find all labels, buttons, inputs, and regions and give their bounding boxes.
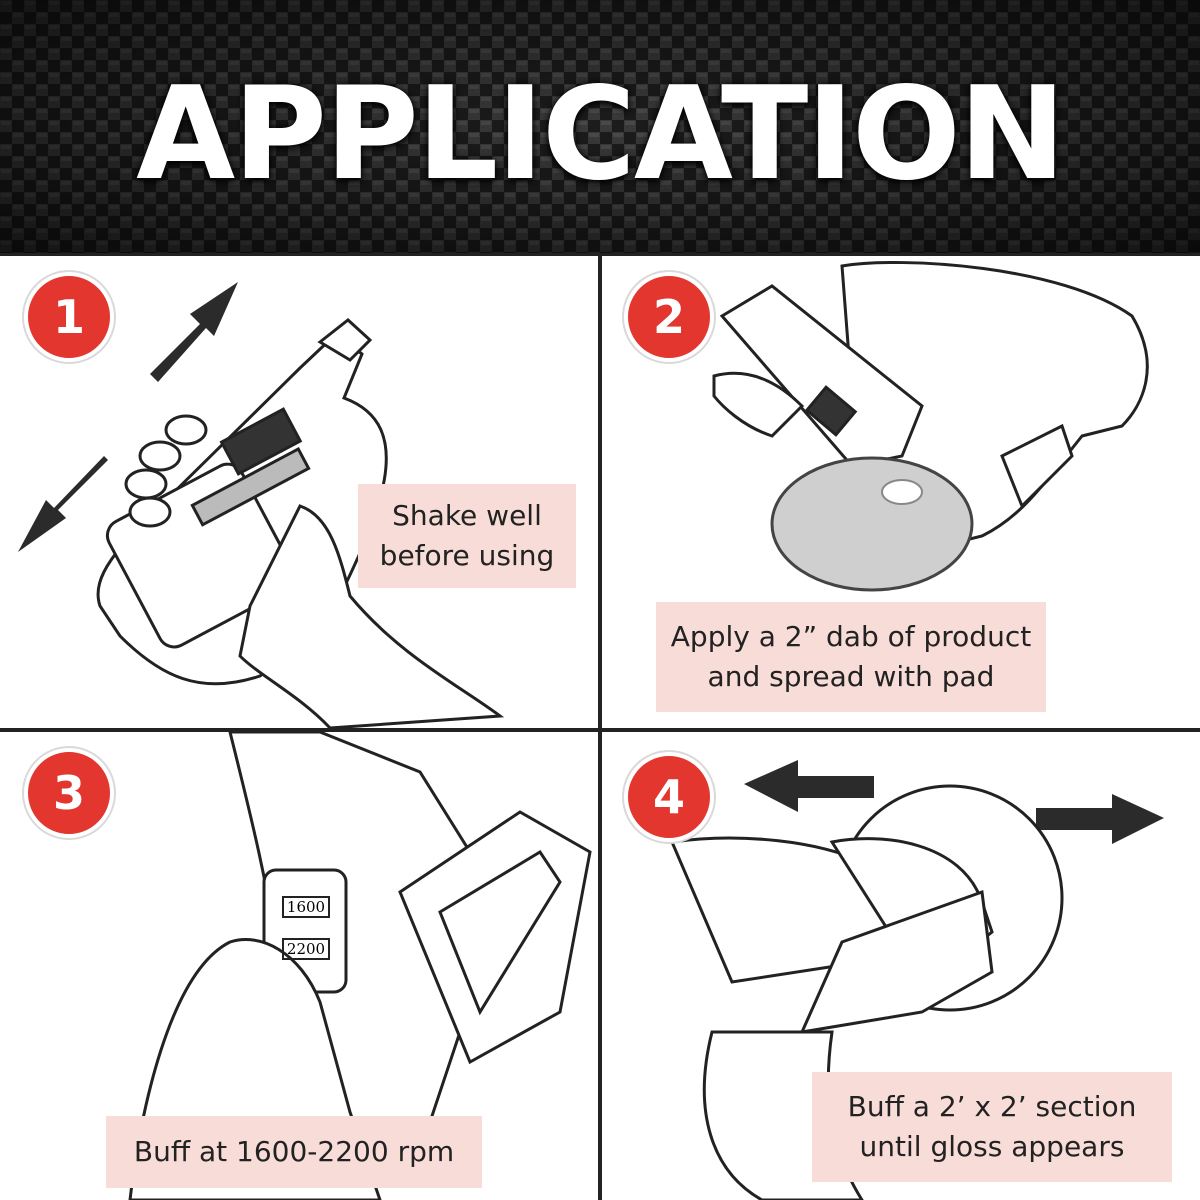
step-4-badge: 4 [624,752,714,842]
step-4-panel: 4 Buff a 2’ x 2’ section until gloss app… [602,732,1200,1200]
diagonal-arrows-icon [18,282,238,552]
step-1-caption-line-2: before using [379,539,555,572]
horizontal-divider [0,728,1200,732]
left-arrow-icon [744,760,874,812]
hand-icon [124,414,505,728]
page-title: APPLICATION [136,60,1066,209]
right-arrow-icon [1036,794,1164,844]
header-banner: APPLICATION [0,0,1200,254]
dial-high-value: 1600 [282,896,330,918]
step-2-caption-line-2: and spread with pad [707,660,995,693]
polisher-icon [799,889,994,1034]
step-1-caption-line-1: Shake well [392,499,542,532]
step-1-panel: 1 Shake well before using [0,256,598,728]
step-2-badge: 2 [624,272,714,362]
step-4-caption-line-2: until gloss appears [859,1130,1125,1163]
apply-product-illustration [712,261,1149,592]
step-2-caption-line-1: Apply a 2” dab of product [670,620,1032,653]
foam-pad-icon [770,456,974,592]
step-3-caption-line-1: Buff at 1600-2200 rpm [133,1135,455,1168]
speed-dial: 1600 2200 [278,882,332,978]
dial-low-value: 2200 [282,938,330,960]
header-divider [0,253,1200,256]
step-4-caption-line-1: Buff a 2’ x 2’ section [847,1090,1137,1123]
polisher-dial-illustration [128,732,592,1200]
step-1-caption: Shake well before using [358,484,576,588]
step-3-caption: Buff at 1600-2200 rpm [106,1116,482,1188]
carbon-fiber-background [0,0,1200,254]
step-2-caption: Apply a 2” dab of product and spread wit… [656,602,1046,712]
bottle-icon [719,284,924,468]
step-4-caption: Buff a 2’ x 2’ section until gloss appea… [812,1072,1172,1182]
step-1-badge: 1 [24,272,114,362]
step-3-panel: 1600 2200 3 Buff at 1600-2200 rpm [0,732,598,1200]
step-3-badge: 3 [24,748,114,838]
step-2-panel: 2 Apply a 2” dab of product and spread w… [602,256,1200,728]
shake-bottle-illustration [18,282,505,728]
